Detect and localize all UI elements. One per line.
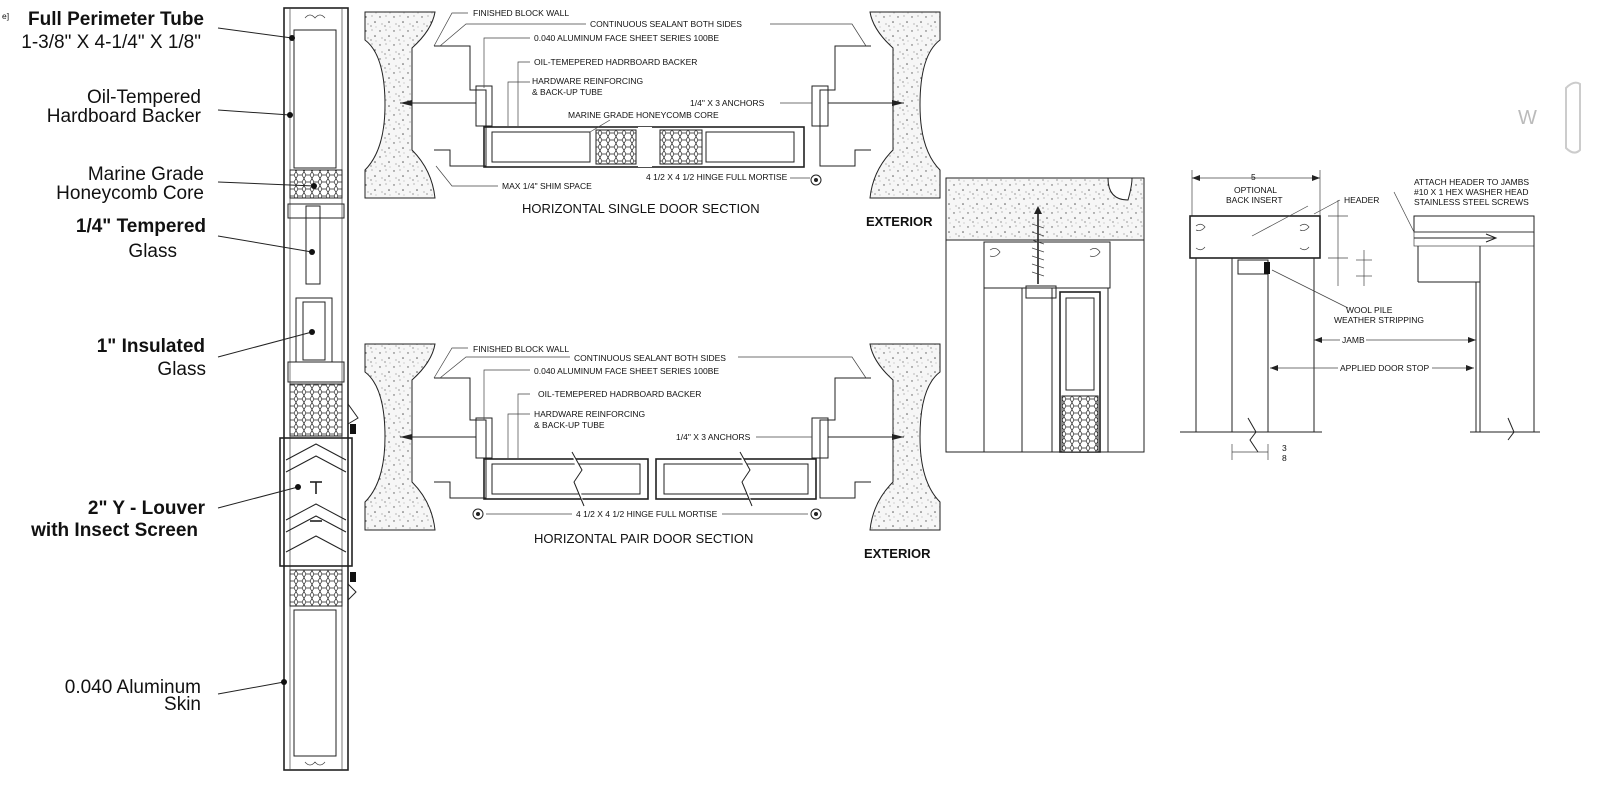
pair-reinforcing-2: & BACK-UP TUBE xyxy=(534,420,605,430)
single-door-labels: FINISHED BLOCK WALL CONTINUOUS SEALANT B… xyxy=(473,8,933,229)
optional-2: BACK INSERT xyxy=(1226,195,1283,205)
door-stop-label: APPLIED DOOR STOP xyxy=(1340,363,1429,373)
label-louver: 2" Y - Louver xyxy=(88,498,206,519)
pair-section-title: HORIZONTAL PAIR DOOR SECTION xyxy=(534,531,753,546)
attach-3: STAINLESS STEEL SCREWS xyxy=(1414,197,1529,207)
vertical-section-labels: e] Full Perimeter Tube 1-3/8" X 4-1/4" X… xyxy=(2,9,206,715)
single-reinforcing-1: HARDWARE REINFORCING xyxy=(532,76,643,86)
pair-sealant: CONTINUOUS SEALANT BOTH SIDES xyxy=(574,353,726,363)
wool-pile-2: WEATHER STRIPPING xyxy=(1334,315,1424,325)
label-insulated-glass: 1" Insulated xyxy=(97,336,205,357)
single-reinforcing-2: & BACK-UP TUBE xyxy=(532,87,603,97)
edge-mark: W xyxy=(1518,107,1537,129)
header-detail-labels: 5 OPTIONAL BACK INSERT HEADER ATTACH HEA… xyxy=(1226,107,1537,463)
pair-reinforcing-1: HARDWARE REINFORCING xyxy=(534,409,645,419)
pair-hinge: 4 1/2 X 4 1/2 HINGE FULL MORTISE xyxy=(576,509,718,519)
dim-width: 5 xyxy=(1251,172,1256,182)
dim-bottom-num: 3 xyxy=(1282,443,1287,453)
single-hinge: 4 1/2 X 4 1/2 HINGE FULL MORTISE xyxy=(646,172,788,182)
single-face-sheet: 0.040 ALUMINUM FACE SHEET SERIES 100BE xyxy=(534,33,719,43)
label-perimeter-tube: Full Perimeter Tube xyxy=(28,9,204,30)
attach-2: #10 X 1 HEX WASHER HEAD xyxy=(1414,187,1528,197)
pair-door-section xyxy=(364,343,941,531)
single-core: MARINE GRADE HONEYCOMB CORE xyxy=(568,110,719,120)
single-anchors: 1/4" X 3 ANCHORS xyxy=(690,98,765,108)
pair-backer: OIL-TEMEPERED HADRBOARD BACKER xyxy=(538,389,701,399)
label-aluminum-skin-2: Skin xyxy=(164,694,201,715)
pair-anchors: 1/4" X 3 ANCHORS xyxy=(676,432,751,442)
vertical-leaders xyxy=(217,27,317,695)
pair-door-labels: FINISHED BLOCK WALL CONTINUOUS SEALANT B… xyxy=(473,344,931,561)
label-core-1: Marine Grade xyxy=(88,164,204,185)
pair-face-sheet: 0.040 ALUMINUM FACE SHEET SERIES 100BE xyxy=(534,366,719,376)
single-door-section xyxy=(364,11,941,199)
header-label: HEADER xyxy=(1344,195,1379,205)
single-exterior: EXTERIOR xyxy=(866,214,933,229)
jamb-label: JAMB xyxy=(1342,335,1365,345)
label-tempered-glass: 1/4" Tempered xyxy=(76,216,206,237)
single-sealant: CONTINUOUS SEALANT BOTH SIDES xyxy=(590,19,742,29)
single-backer: OIL-TEMEPERED HADRBOARD BACKER xyxy=(534,57,697,67)
label-tempered-glass-2: Glass xyxy=(128,241,177,262)
label-backer-1: Oil-Tempered xyxy=(87,87,201,108)
label-insulated-glass-2: Glass xyxy=(157,359,206,380)
header-attachment-detail xyxy=(1180,81,1581,460)
pair-exterior: EXTERIOR xyxy=(864,546,931,561)
corner-mark: e] xyxy=(2,11,9,21)
vertical-door-section xyxy=(279,7,359,771)
optional-1: OPTIONAL xyxy=(1234,185,1277,195)
dim-bottom-den: 8 xyxy=(1282,453,1287,463)
label-backer-2: Hardboard Backer xyxy=(47,106,202,127)
single-shim: MAX 1/4" SHIM SPACE xyxy=(502,181,592,191)
attach-1: ATTACH HEADER TO JAMBS xyxy=(1414,177,1529,187)
wool-pile-1: WOOL PILE xyxy=(1346,305,1393,315)
label-core-2: Honeycomb Core xyxy=(56,183,204,204)
single-finished-block-wall: FINISHED BLOCK WALL xyxy=(473,8,569,18)
head-jamb-detail xyxy=(945,177,1145,453)
pair-finished-block-wall: FINISHED BLOCK WALL xyxy=(473,344,569,354)
label-aluminum-skin: 0.040 Aluminum xyxy=(65,677,201,698)
single-section-title: HORIZONTAL SINGLE DOOR SECTION xyxy=(522,201,760,216)
label-perimeter-tube-size: 1-3/8" X 4-1/4" X 1/8" xyxy=(21,32,201,53)
label-louver-screen: with Insect Screen xyxy=(30,520,198,541)
